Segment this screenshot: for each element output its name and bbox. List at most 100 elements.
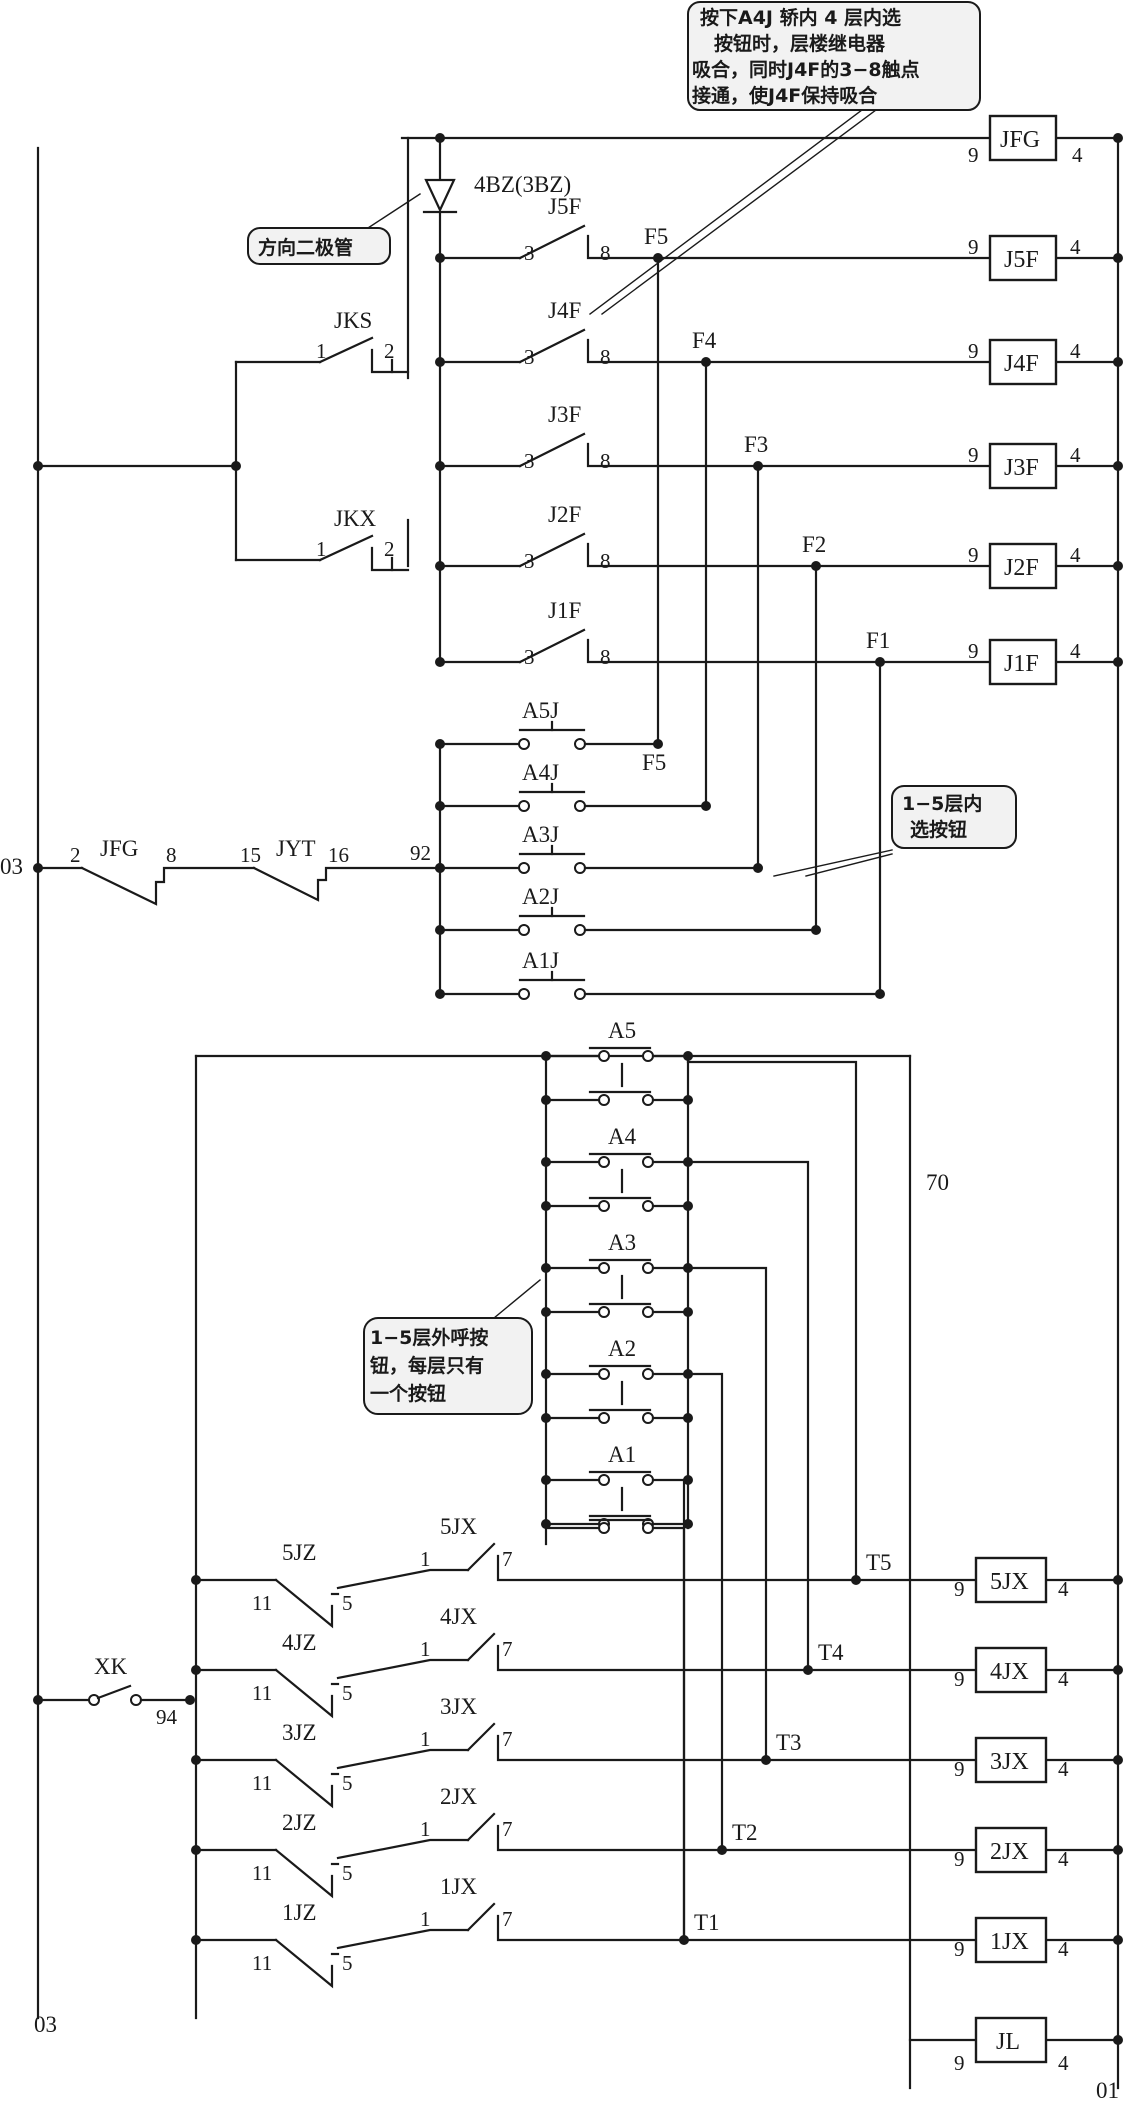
node-f2-label: F2	[802, 532, 826, 557]
coil-j5f-pin-in: 9	[968, 235, 979, 259]
contact-jkx-pin-a: 1	[316, 537, 327, 561]
contact-5jz-pin-b: 5	[342, 1591, 353, 1615]
contact-jks-label: JKS	[334, 308, 372, 333]
contact-3jx-label: 3JX	[440, 1694, 477, 1719]
contact-1jz-label: 1JZ	[282, 1900, 317, 1925]
coil-j2f-label: J2F	[1004, 555, 1039, 581]
inner-button-a5j: A5J	[435, 256, 663, 750]
coil-j4f-label: J4F	[1004, 351, 1039, 377]
series-node-92: 92	[410, 841, 431, 865]
contact-1jx-pin-b: 7	[502, 1907, 513, 1931]
contact-j2f-label: J2F	[548, 502, 581, 527]
coil-jfg-pin-out: 4	[1072, 143, 1083, 167]
series-jfg-pin-b: 8	[166, 843, 177, 867]
series-jyt-label: JYT	[276, 836, 316, 861]
coil-j2f	[988, 542, 1058, 590]
contact-j4f-pin-b: 8	[600, 345, 611, 369]
outer-button-annotation: 1−5层外呼按 钮，每层只有 一个按钮	[363, 1279, 541, 1415]
coil-4jx-pin-in: 9	[954, 1667, 965, 1691]
outer-button-a2: A2	[541, 1336, 724, 1852]
inner-button-a5j-label: A5J	[522, 698, 559, 723]
contact-1jz-pin-b: 5	[342, 1951, 353, 1975]
inner-button-a1j-label: A1J	[522, 948, 559, 973]
left-bus-label-top: 03	[0, 854, 23, 879]
contact-2jx-pin-b: 7	[502, 1817, 513, 1841]
inner-button-a2j: A2J	[435, 564, 821, 936]
outer-button-a1-label: A1	[608, 1442, 636, 1467]
coil-4jx-pin-out: 4	[1058, 1667, 1069, 1691]
coil-jl-pin-out: 4	[1058, 2051, 1069, 2075]
xk-switch: XK 94	[33, 1654, 195, 1729]
contact-4jz-pin-b: 5	[342, 1681, 353, 1705]
contact-j3f-pin-a: 3	[524, 449, 535, 473]
contact-5jx-label: 5JX	[440, 1514, 477, 1539]
outer-button-a4-label: A4	[608, 1124, 637, 1149]
inner-button-a1j: A1J	[435, 660, 885, 1000]
contact-2jx-pin-a: 1	[420, 1817, 431, 1841]
contact-2jz-pin-a: 11	[252, 1861, 272, 1885]
contact-5jx-pin-b: 7	[502, 1547, 513, 1571]
contact-2jz-pin-b: 5	[342, 1861, 353, 1885]
coil-1jx-pin-out: 4	[1058, 1937, 1069, 1961]
coil-j2f-pin-in: 9	[968, 543, 979, 567]
svg-text:方向二极管: 方向二极管	[258, 236, 353, 259]
contact-3jz-pin-b: 5	[342, 1771, 353, 1795]
contact-5jz-pin-a: 11	[252, 1591, 272, 1615]
svg-text:接通，使J4F保持吸合: 接通，使J4F保持吸合	[692, 84, 878, 107]
svg-text:钮，每层只有: 钮，每层只有	[370, 1354, 484, 1377]
inner-button-annotation: 1−5层内 选按钮	[773, 785, 1017, 877]
left-bus-label-bottom: 03	[34, 2012, 57, 2037]
node-t2-label: T2	[732, 1820, 758, 1845]
contact-4jz-label: 4JZ	[282, 1630, 317, 1655]
coil-1jx	[974, 1916, 1048, 1964]
svg-text:按钮时，层楼继电器: 按钮时，层楼继电器	[714, 32, 886, 55]
contact-3jx-pin-a: 1	[420, 1727, 431, 1751]
diode-label: 4BZ(3BZ)	[474, 172, 571, 197]
contact-j2f-pin-a: 3	[524, 549, 535, 573]
direction-diode: 4BZ(3BZ)	[422, 136, 571, 664]
xk-label: XK	[94, 1654, 128, 1679]
contact-jks-pin-b: 2	[384, 339, 395, 363]
series-jfg-label: JFG	[100, 836, 138, 861]
contact-1jz-pin-a: 11	[252, 1951, 272, 1975]
outer-button-a4: A4	[541, 1124, 810, 1672]
coil-jl	[974, 2016, 1048, 2064]
node-t3-label: T3	[776, 1730, 802, 1755]
svg-text:1−5层内: 1−5层内	[902, 792, 982, 815]
node-t4-label: T4	[818, 1640, 844, 1665]
node-f4-label: F4	[692, 328, 717, 353]
coil-j5f-label: J5F	[1004, 247, 1039, 273]
node-t5-label: T5	[866, 1550, 892, 1575]
svg-text:一个按钮: 一个按钮	[370, 1382, 446, 1405]
outer-button-a3: A3	[541, 1230, 768, 1762]
coil-1jx-label: 1JX	[990, 1929, 1029, 1955]
contact-2jz-label: 2JZ	[282, 1810, 317, 1835]
contact-j1f-pin-b: 8	[600, 645, 611, 669]
wire-70-label: 70	[926, 1170, 949, 1195]
coil-5jx	[974, 1556, 1048, 1604]
coil-jfg-pin-in: 9	[968, 143, 979, 167]
outer-button-a5: A5	[541, 1018, 693, 1106]
coil-j5f	[988, 234, 1058, 282]
svg-text:1−5层外呼按: 1−5层外呼按	[370, 1326, 488, 1349]
coil-j3f-pin-in: 9	[968, 443, 979, 467]
coil-3jx-pin-in: 9	[954, 1757, 965, 1781]
inner-button-a4j: A4J	[435, 360, 711, 812]
coil-j1f-pin-in: 9	[968, 639, 979, 663]
top-annotation: 按下A4J 轿内 4 层内选 按钮时，层楼继电器 吸合，同时J4F的3−8触点 …	[589, 1, 981, 315]
contact-j3f-label: J3F	[548, 402, 581, 427]
xk-node-94: 94	[156, 1705, 178, 1729]
coil-j4f-pin-out: 4	[1070, 339, 1081, 363]
coil-j2f-pin-out: 4	[1070, 543, 1081, 567]
